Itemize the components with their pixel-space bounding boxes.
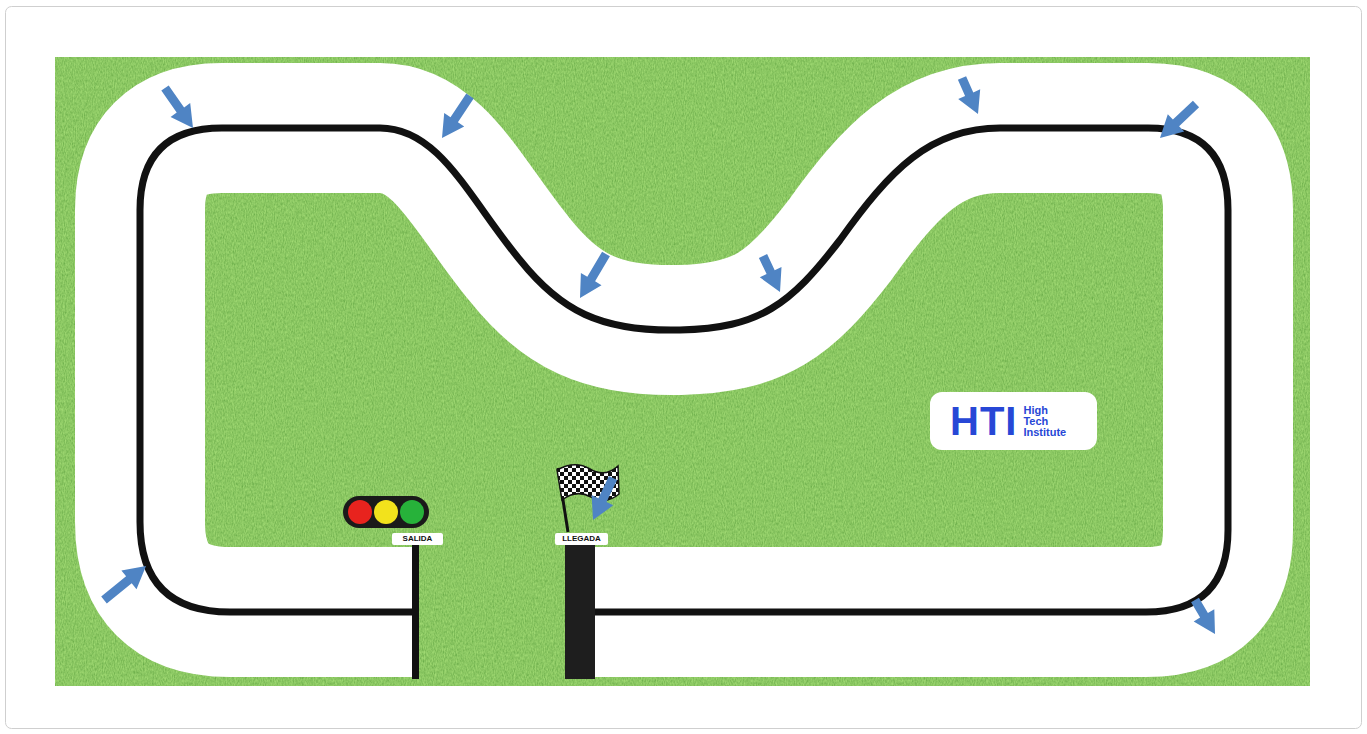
node-title: HTI	[950, 401, 1017, 441]
track-surface	[140, 128, 1228, 612]
finish-label: LLEGADA	[555, 533, 608, 545]
direction-arrow	[580, 252, 610, 298]
traffic-light	[343, 496, 429, 528]
yellow-light	[374, 500, 398, 524]
checkered-flag	[557, 465, 619, 532]
direction-arrow	[1191, 598, 1215, 634]
direction-arrow	[958, 76, 980, 114]
start-line	[412, 545, 419, 679]
logo-box: HTIHigh Tech Institute	[930, 392, 1097, 450]
green-light	[400, 500, 424, 524]
direction-arrow	[442, 94, 474, 139]
frame	[6, 7, 1362, 729]
start-label: SALIDA	[392, 533, 443, 545]
direction-arrows	[101, 76, 1215, 634]
direction-arrow	[1160, 101, 1199, 138]
finish-line	[565, 545, 595, 679]
node-title: SALIDA	[403, 535, 433, 543]
red-light	[348, 500, 372, 524]
grass-texture	[55, 57, 1310, 686]
grass-base	[55, 57, 1310, 686]
guide-line	[140, 128, 1228, 612]
direction-arrow	[592, 476, 618, 520]
traffic-light-body	[343, 496, 429, 528]
node-subtitle: High Tech Institute	[1023, 405, 1073, 438]
direction-arrow	[759, 254, 782, 292]
direction-arrow	[101, 566, 146, 604]
direction-arrow	[161, 85, 193, 128]
node-title: LLEGADA	[562, 535, 601, 543]
